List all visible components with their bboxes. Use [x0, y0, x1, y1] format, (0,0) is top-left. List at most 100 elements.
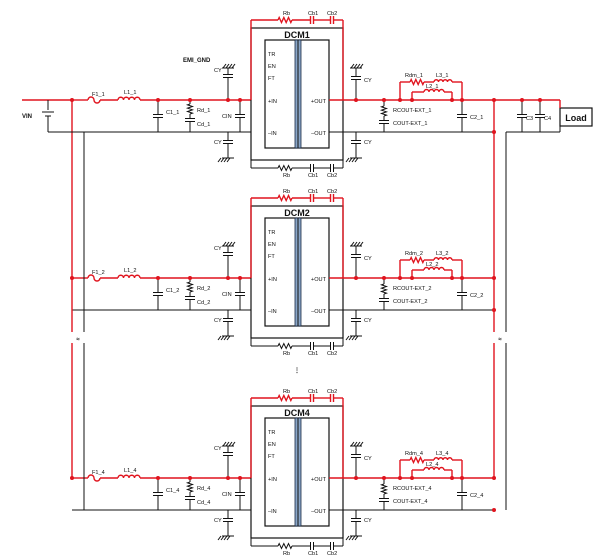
- junction-dot: [354, 98, 358, 102]
- chassis-ground-hatch: [231, 241, 236, 247]
- cb1-label: Cb1: [308, 551, 318, 557]
- chassis-ground-hatch: [350, 241, 355, 247]
- pin-minus-in: –IN: [268, 131, 277, 137]
- resistor-symbol: [409, 77, 425, 87]
- junction-dot: [226, 476, 230, 480]
- chassis-ground-hatch: [350, 441, 355, 447]
- resistor-symbol: [409, 455, 425, 465]
- chassis-ground-hatch: [356, 441, 361, 447]
- cin-label: CIN: [222, 492, 232, 498]
- c1-label: C1_2: [166, 288, 179, 294]
- ground-hatch: [220, 335, 225, 341]
- fuse-label: F1_1: [92, 92, 105, 98]
- cb1-label: Cb1: [308, 173, 318, 179]
- ellipsis-mark: ⋮: [294, 367, 300, 374]
- cd-label: Cd_1: [197, 122, 210, 128]
- c2-label: C2_1: [470, 115, 483, 121]
- emi-gnd-label: EMI_GND: [183, 58, 211, 64]
- junction-dot: [460, 98, 464, 102]
- junction-dot: [188, 276, 192, 280]
- inductor-symbol: [433, 457, 453, 461]
- rb-label: Rb: [283, 173, 290, 179]
- cb2-label: Cb2: [327, 173, 337, 179]
- pin-en: EN: [268, 64, 276, 70]
- ccout-label: COUT-EXT_2: [393, 299, 428, 305]
- chassis-ground-hatch: [359, 441, 364, 447]
- cb2-label: Cb2: [327, 551, 337, 557]
- pin-plus-out: +OUT: [311, 277, 327, 283]
- chassis-ground-hatch: [353, 241, 358, 247]
- resistor-symbol: [185, 481, 195, 493]
- resistor-symbol: [277, 542, 293, 550]
- chassis-ground-hatch: [353, 441, 358, 447]
- ground-hatch: [354, 335, 359, 341]
- chassis-ground-hatch: [225, 63, 230, 69]
- rb-label: Rb: [283, 389, 290, 395]
- cb1-label: Cb1: [308, 189, 318, 195]
- junction-dot: [410, 276, 414, 280]
- dcm-title: DCM4: [284, 408, 310, 418]
- junction-dot: [538, 98, 542, 102]
- inductor-symbol: [117, 474, 141, 479]
- rb-label: Rb: [283, 11, 290, 17]
- junction-dot: [156, 98, 160, 102]
- ccout-label: COUT-EXT_4: [393, 499, 428, 505]
- ground-hatch: [348, 535, 353, 541]
- load-box: [559, 107, 593, 127]
- resistor-symbol: [277, 393, 293, 403]
- load-label: Load: [565, 113, 587, 123]
- chassis-ground-hatch: [222, 441, 227, 447]
- junction-dot: [460, 276, 464, 280]
- pin-minus-in: –IN: [268, 309, 277, 315]
- junction-dot: [226, 98, 230, 102]
- chassis-ground-hatch: [222, 241, 227, 247]
- junction-dot: [238, 98, 242, 102]
- pin-en: EN: [268, 242, 276, 248]
- inductor-symbol: [423, 88, 445, 93]
- chassis-ground-hatch: [228, 441, 233, 447]
- cy-label: CY: [214, 446, 222, 452]
- pin-plus-in: +IN: [268, 477, 277, 483]
- ground-hatch: [348, 335, 353, 341]
- chassis-ground-hatch: [228, 63, 233, 69]
- cb2-label: Cb2: [327, 189, 337, 195]
- junction-dot: [156, 276, 160, 280]
- cb2-label: Cb2: [327, 351, 337, 357]
- rcout-label: RCOUT-EXT_2: [393, 286, 432, 292]
- vin-label: VIN: [22, 114, 32, 120]
- cin-label: CIN: [222, 292, 232, 298]
- pin-tr: TR: [268, 430, 275, 436]
- dcm-title: DCM2: [284, 208, 310, 218]
- dcm-title: DCM1: [284, 30, 310, 40]
- cy-label: CY: [364, 456, 372, 462]
- pin-plus-out: +OUT: [311, 99, 327, 105]
- c2-label: C2_4: [470, 493, 483, 499]
- c2-label: C2_2: [470, 293, 483, 299]
- ground-hatch: [226, 335, 231, 341]
- pin-ft: FT: [268, 254, 275, 260]
- bus-break-mark: ≈: [498, 337, 502, 343]
- junction-dot: [450, 276, 454, 280]
- cy-label: CY: [364, 518, 372, 524]
- inductor-label: L1_2: [124, 268, 136, 274]
- junction-dot: [156, 476, 160, 480]
- rb-label: Rb: [283, 189, 290, 195]
- resistor-symbol: [185, 103, 195, 115]
- ground-hatch: [217, 335, 222, 341]
- junction-dot: [188, 98, 192, 102]
- junction-dot: [238, 276, 242, 280]
- l2-label: L2_4: [426, 462, 438, 468]
- rd-label: Rd_4: [197, 486, 210, 492]
- c4-label: C4: [544, 116, 551, 122]
- chassis-ground-hatch: [359, 241, 364, 247]
- ground-hatch: [226, 535, 231, 541]
- rdm-label: Rdm_2: [405, 251, 423, 257]
- chassis-ground-hatch: [231, 63, 236, 69]
- inductor-symbol: [433, 257, 453, 261]
- chassis-ground-hatch: [225, 241, 230, 247]
- chassis-ground-hatch: [359, 63, 364, 69]
- junction-dot: [382, 98, 386, 102]
- ground-hatch: [223, 157, 228, 163]
